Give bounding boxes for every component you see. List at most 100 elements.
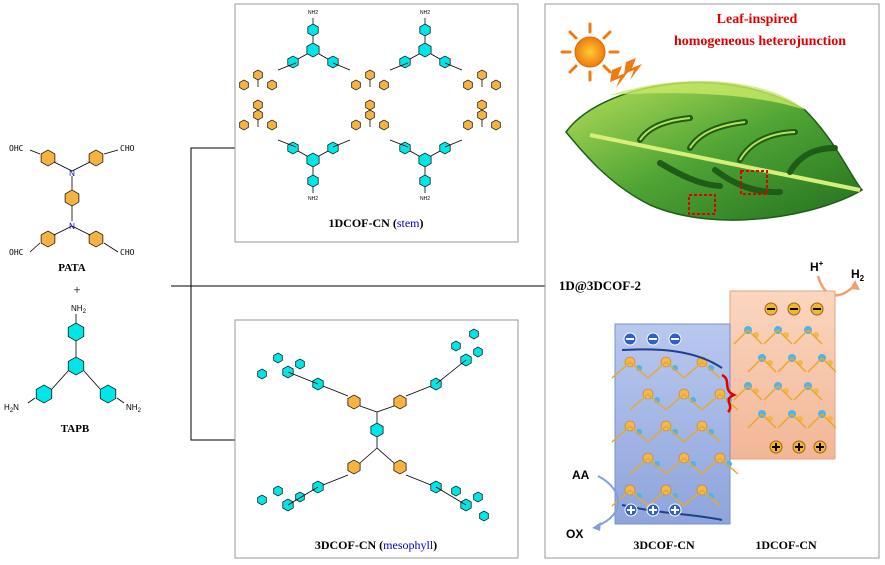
lattice-link — [647, 361, 667, 379]
hetero-title-line2: homogeneous heterojunction — [674, 34, 846, 49]
lattice-link — [793, 385, 809, 401]
lattice-link — [611, 489, 631, 507]
benzene-ring — [327, 55, 339, 69]
bond — [435, 359, 467, 385]
leaf-region-box-2 — [740, 170, 768, 195]
lattice-link — [777, 413, 793, 429]
monomer-structures — [27, 149, 125, 404]
nh2-label: NH2 — [308, 196, 318, 202]
benzene-ring — [239, 79, 249, 91]
lattice-link — [733, 385, 749, 401]
benzene-ring — [351, 119, 361, 131]
benzene-ring — [307, 174, 319, 188]
benzene-ring — [257, 368, 267, 380]
leaf-illustration — [565, 80, 864, 221]
benzene-ring — [295, 491, 305, 503]
benzene-ring — [393, 394, 407, 410]
pata-cho-bottom: CHO — [120, 248, 135, 257]
pata-n-bottom: N — [69, 222, 75, 231]
benzene-ring — [439, 55, 451, 69]
leaf-region-box-1 — [688, 194, 716, 215]
benzene-ring — [473, 491, 483, 503]
lattice-link — [761, 357, 777, 373]
lattice-link — [665, 361, 685, 379]
lattice-link — [683, 361, 703, 379]
benzene-ring — [88, 149, 104, 167]
bond — [277, 139, 297, 148]
sun-icon — [560, 22, 620, 82]
benzene-ring — [379, 79, 389, 91]
lattice-link — [793, 329, 809, 345]
bond — [409, 53, 420, 60]
benzene-ring — [439, 141, 451, 155]
benzene-ring — [40, 230, 56, 248]
benzene-ring — [99, 384, 117, 404]
stem-panel — [234, 3, 519, 243]
benzene-ring — [418, 152, 432, 168]
ox-label: OX — [566, 527, 583, 541]
lattice-link — [611, 361, 631, 379]
bond — [297, 150, 308, 157]
3dcof-conduction-band — [621, 348, 723, 369]
lattice-link — [701, 457, 721, 475]
benzene-ring — [295, 358, 305, 370]
benzene-ring — [347, 459, 361, 475]
benzene-ring — [257, 494, 267, 506]
lattice-link — [701, 489, 721, 507]
lattice-link — [821, 357, 837, 373]
lattice-link — [747, 413, 763, 429]
benzene-ring — [67, 322, 85, 342]
bond — [103, 149, 119, 155]
benzene-ring — [67, 356, 85, 376]
nh2-label: NH2 — [308, 10, 318, 16]
bond — [103, 242, 119, 253]
benzene-ring — [477, 69, 487, 81]
hetero-title-line1: Leaf-inspired — [717, 12, 798, 27]
lattice-link — [629, 457, 649, 475]
lattice-link — [733, 329, 749, 345]
bond — [71, 161, 91, 172]
lattice-link — [791, 357, 807, 373]
bond — [287, 371, 319, 385]
bond — [409, 150, 420, 157]
benzene-ring — [469, 328, 479, 340]
pata-label: PATA — [58, 262, 86, 274]
benzene-ring — [306, 152, 320, 168]
nh2-label: NH2 — [420, 196, 430, 202]
benzene-ring — [347, 394, 361, 410]
connector-lines — [171, 147, 545, 441]
benzene-ring — [64, 189, 80, 207]
benzene-ring — [451, 485, 461, 497]
lattice-link — [701, 425, 721, 443]
benzene-ring — [287, 55, 299, 69]
1dcof-electrons — [764, 302, 824, 316]
lattice-link — [747, 385, 763, 401]
tapb-label: TAPB — [61, 423, 90, 435]
lattice-link — [807, 385, 823, 401]
3dcof-label: 3DCOF-CN — [633, 538, 695, 552]
bond — [318, 53, 329, 60]
benzene-ring — [491, 79, 501, 91]
benzene-ring — [370, 422, 384, 438]
benzene-ring — [463, 79, 473, 91]
benzene-ring — [393, 459, 407, 475]
pata-ohc-top: OHC — [9, 144, 24, 153]
3dcof-holes — [624, 503, 682, 517]
lattice-link — [683, 457, 703, 475]
benzene-ring — [287, 141, 299, 155]
benzene-ring — [399, 55, 411, 69]
bond — [297, 53, 308, 60]
lattice-link — [701, 361, 721, 379]
lattice-link — [807, 329, 823, 345]
bond — [376, 447, 395, 464]
lattice-link — [821, 413, 837, 429]
plus-sign: + — [73, 282, 80, 297]
bond — [444, 139, 463, 148]
bond — [376, 405, 395, 413]
bond — [27, 397, 36, 404]
mesophyll-caption: 3DCOF-CN (mesophyll) — [315, 538, 437, 552]
benzene-ring — [40, 149, 56, 167]
lattice-link — [647, 425, 667, 443]
